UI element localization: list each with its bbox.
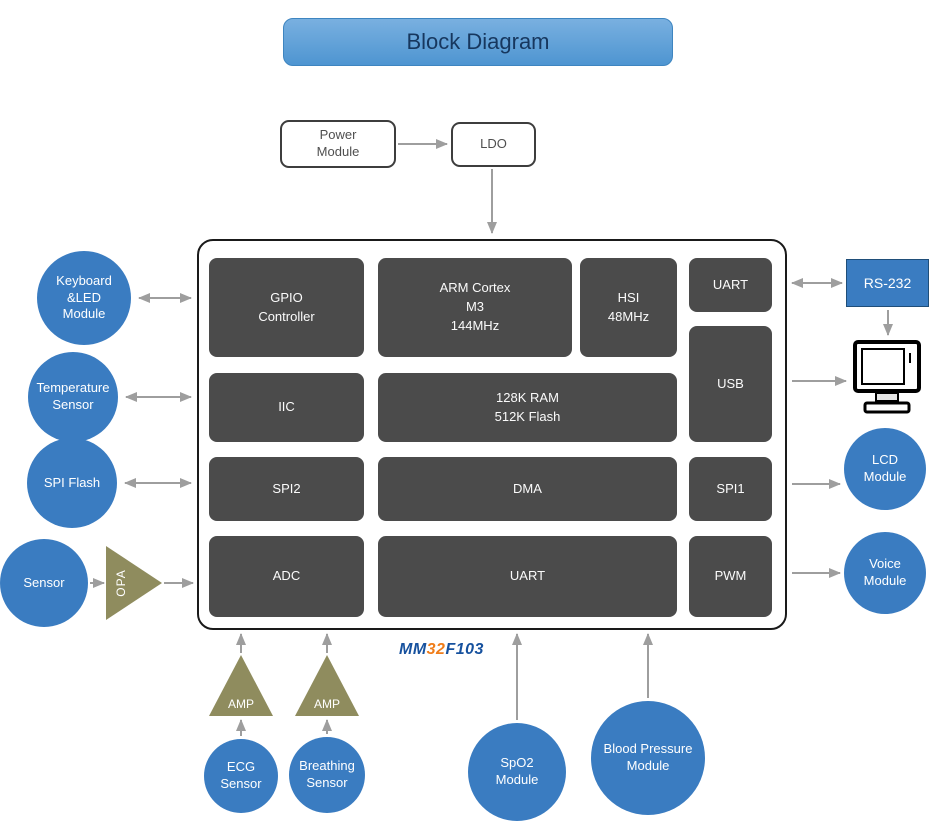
ldo-box: LDO [451,122,536,167]
block-spi1: SPI1 [689,457,772,521]
block-pwm: PWM [689,536,772,617]
spi-flash-module: SPI Flash [27,438,117,528]
block-uart-bottom: UART [378,536,677,617]
temperature-sensor-module: Temperature Sensor [28,352,118,442]
opa-amplifier: OPA [106,546,162,620]
lcd-module: LCD Module [844,428,926,510]
power-module-box: Power Module [280,120,396,168]
block-gpio-controller: GPIO Controller [209,258,364,357]
block-iic: IIC [209,373,364,442]
monitor-icon [853,340,921,414]
block-usb: USB [689,326,772,442]
voice-module: Voice Module [844,532,926,614]
block-spi2: SPI2 [209,457,364,521]
block-dma: DMA [378,457,677,521]
ecg-sensor-module: ECG Sensor [204,739,278,813]
amp-breathing-label: AMP [313,697,340,711]
amp-ecg-label: AMP [227,697,254,711]
chip-name-mm: MM [399,641,427,658]
block-adc: ADC [209,536,364,617]
opa-label: OPA [114,569,128,597]
block-uart-top: UART [689,258,772,312]
chip-name-f103: F103 [445,641,484,658]
block-hsi: HSI 48MHz [580,258,677,357]
breathing-sensor-module: Breathing Sensor [289,737,365,813]
block-arm-cortex-m3: ARM Cortex M3 144MHz [378,258,572,357]
amp-breathing-amplifier: AMP [295,655,359,716]
diagram-title: Block Diagram [283,18,673,66]
blood-pressure-module: Blood Pressure Module [591,701,705,815]
rs232-box: RS-232 [846,259,929,307]
mcu-chip-container: GPIO Controller ARM Cortex M3 144MHz HSI… [197,239,787,630]
block-ram-flash: 128K RAM 512K Flash [378,373,677,442]
amp-ecg-amplifier: AMP [209,655,273,716]
keyboard-led-module: Keyboard &LED Module [37,251,131,345]
spo2-module: SpO2 Module [468,723,566,821]
chip-name-32: 32 [426,641,446,658]
chip-name-label: MM32F103 [399,641,484,659]
sensor-module: Sensor [0,539,88,627]
